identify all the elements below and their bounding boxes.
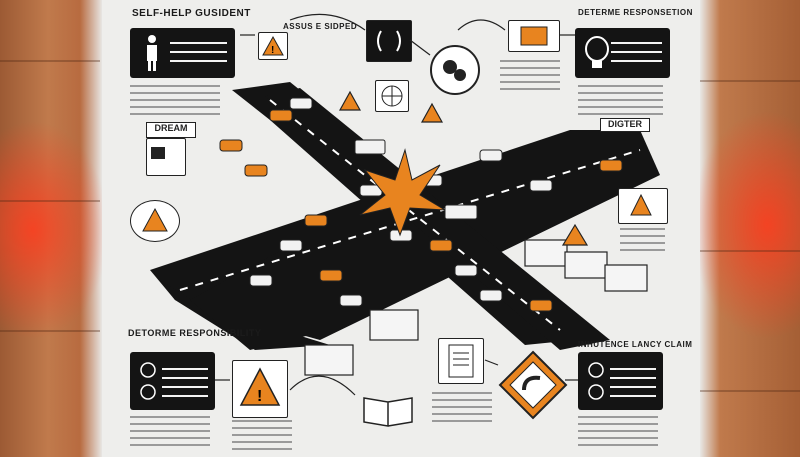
laurel-icon	[377, 30, 401, 52]
compass-icon	[140, 362, 156, 400]
title-top-right: DETERME RESPONSETION	[578, 8, 693, 17]
gears-badge	[430, 45, 480, 95]
brain-icon	[585, 36, 609, 68]
road-sign-icon	[498, 350, 568, 420]
bottom-left-info-panel	[130, 352, 215, 410]
bottom-right-info-panel	[578, 352, 663, 410]
text-block	[500, 60, 560, 90]
warning-icon	[630, 193, 652, 216]
warning-circle	[130, 200, 180, 242]
top-left-info-panel	[130, 28, 235, 78]
dream-sign: DREAM	[146, 122, 196, 138]
laurel-badge	[366, 20, 412, 62]
clipboard-box	[438, 338, 484, 384]
title-top-center: ASSUS E SIDPED	[283, 22, 358, 31]
wood-grain	[700, 80, 800, 82]
warning-icon	[142, 207, 168, 232]
clipboard-icon	[448, 344, 474, 378]
svg-text:!: !	[257, 388, 262, 405]
gears-icon	[443, 60, 466, 81]
text-block	[130, 85, 220, 115]
book-icon	[363, 397, 413, 427]
wood-grain	[0, 330, 100, 332]
document-icon	[520, 26, 548, 46]
wood-grain	[0, 60, 100, 62]
warning-icon: !	[239, 367, 281, 406]
crosshair-icon	[588, 362, 604, 400]
text-block	[432, 392, 492, 422]
title-bottom-right: INHUTENCE LANCY CLAIM	[578, 340, 693, 349]
warning-box: !	[258, 32, 288, 60]
warning-card: !	[232, 360, 288, 418]
title-bottom-left: DETORME RESPONSIBILITY	[128, 328, 262, 338]
wood-grain	[0, 200, 100, 202]
warning-icon: !	[262, 35, 284, 56]
billboard	[146, 138, 186, 176]
right-red-glow	[690, 110, 800, 340]
wood-grain	[700, 250, 800, 252]
warning-box-right	[618, 188, 668, 224]
globe-box	[375, 80, 409, 112]
camera-icon	[151, 147, 165, 159]
wood-grain	[700, 390, 800, 392]
left-red-glow	[0, 120, 110, 340]
title-top-left: SELF-HELP GUSIDENT	[132, 8, 251, 19]
text-block	[130, 416, 210, 446]
digter-sign: DIGTER	[600, 118, 650, 132]
text-block	[578, 416, 658, 446]
svg-text:!: !	[271, 45, 274, 56]
text-block	[232, 420, 292, 450]
top-right-info-panel	[575, 28, 670, 78]
person-icon	[147, 35, 157, 71]
document-box	[508, 20, 560, 52]
globe-icon	[381, 85, 403, 107]
text-block	[578, 85, 663, 115]
text-block	[620, 228, 665, 256]
